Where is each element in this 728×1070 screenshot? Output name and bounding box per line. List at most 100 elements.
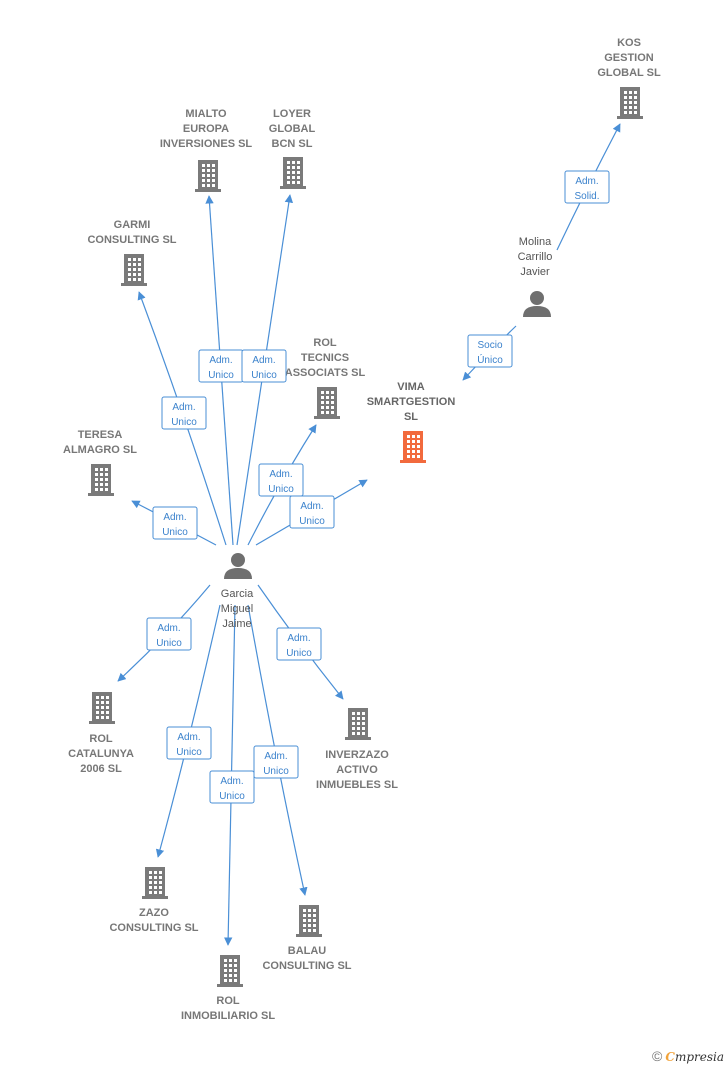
edge-label-text: Solid. [574, 191, 599, 202]
edge-label[interactable]: Adm.Unico [241, 349, 287, 383]
edge-label-box [289, 495, 335, 529]
building-icon [217, 955, 243, 987]
edge-label[interactable]: Adm.Unico [209, 770, 255, 804]
node-label: VIMA SMARTGESTION SL [367, 381, 456, 423]
node-loyer[interactable]: LOYER GLOBAL BCN SL [269, 108, 316, 189]
building-icon [345, 708, 371, 740]
edge-label-box [152, 506, 198, 540]
edge-label-text: Socio [477, 340, 502, 351]
edge-label[interactable]: Adm. Unico [289, 495, 335, 529]
edge-label-text: Unico [263, 766, 289, 777]
node-label-line: SMARTGESTION [367, 396, 456, 408]
edge-label-box [146, 617, 192, 651]
edge-label-text: Adm. [220, 776, 243, 787]
node-label-line: Carrillo [518, 251, 553, 263]
node-label-line: Garcia [221, 588, 254, 600]
edge-label-text: Adm. [157, 623, 180, 634]
node-label-line: ASSOCIATS SL [285, 367, 366, 379]
edge-label-text: Único [477, 353, 503, 366]
building-icon [400, 431, 426, 463]
node-label: ZAZO CONSULTING SL [109, 907, 198, 934]
node-label-line: ROL [89, 733, 113, 745]
node-label: BALAU CONSULTING SL [262, 945, 351, 972]
node-label-line: CATALUNYA [68, 748, 134, 760]
node-label-line: INVERZAZO [325, 749, 389, 761]
node-label-line: CONSULTING SL [262, 960, 351, 972]
node-label-line: INMOBILIARIO SL [181, 1010, 275, 1022]
edge-label[interactable]: Adm.Unico [146, 617, 192, 651]
node-label-line: BALAU [288, 945, 327, 957]
node-label-line: TECNICS [301, 352, 349, 364]
edge-label[interactable]: Adm.Unico [166, 726, 212, 760]
edge-label-text: Unico [176, 747, 202, 758]
edge-label-box [564, 170, 610, 204]
node-label: LOYER GLOBAL BCN SL [269, 108, 316, 150]
edge-label-text: Unico [251, 370, 277, 381]
node-zazo[interactable]: ZAZO CONSULTING SL [109, 867, 199, 934]
node-label-line: ROL [313, 337, 337, 349]
edge-label-box [276, 627, 322, 661]
edge-label[interactable]: Adm. Solid. [564, 170, 610, 204]
edge-label-box [161, 396, 207, 430]
edge-label-text: Unico [299, 516, 325, 527]
edge-label-box [209, 770, 255, 804]
node-label-line: CONSULTING SL [109, 922, 198, 934]
node-vima[interactable]: VIMA SMARTGESTION SL [367, 381, 456, 463]
edge-label[interactable]: Adm.Unico [152, 506, 198, 540]
person-icon [523, 291, 551, 317]
node-rol-tecnics[interactable]: ROL TECNICS ASSOCIATS SL [285, 337, 366, 419]
edge-label-box [253, 745, 299, 779]
edge-label[interactable]: Adm.Unico [161, 396, 207, 430]
node-balau[interactable]: BALAU CONSULTING SL [262, 905, 352, 972]
edge-label-text: Adm. [264, 751, 287, 762]
edge-label-text: Unico [286, 648, 312, 659]
person-icon [224, 553, 252, 579]
node-label-line: TERESA [78, 429, 123, 441]
node-label-line: ACTIVO [336, 764, 378, 776]
node-label-line: LOYER [273, 108, 311, 120]
building-icon [142, 867, 168, 899]
edge-label[interactable]: Adm.Unico [276, 627, 322, 661]
building-icon [314, 387, 340, 419]
edge-label-box [241, 349, 287, 383]
edge-labels-layer: Adm.Solid.SocioÚnicoAdm.UnicoAdm.UnicoAd… [146, 170, 610, 804]
node-label-line: GLOBAL SL [597, 67, 661, 79]
edge-label-text: Adm. [269, 469, 292, 480]
node-label-line: EUROPA [183, 123, 229, 135]
building-icon [89, 692, 115, 724]
edge-label-text: Adm. [209, 355, 232, 366]
node-label-line: ALMAGRO SL [63, 444, 137, 456]
building-icon [88, 464, 114, 496]
edge-label[interactable]: Adm. Unico [253, 745, 299, 779]
edge-label[interactable]: Adm.Unico [198, 349, 244, 383]
node-label-line: KOS [617, 37, 641, 49]
edge-label-box [258, 463, 304, 497]
node-label-line: ZAZO [139, 907, 169, 919]
node-teresa[interactable]: TERESA ALMAGRO SL [63, 429, 137, 496]
edge-label-text: Adm. [300, 501, 323, 512]
node-label-line: SL [404, 411, 418, 423]
edge-label-text: Adm. [575, 176, 598, 187]
node-rol-cat[interactable]: ROL CATALUNYA 2006 SL [68, 692, 134, 775]
node-label-line: 2006 SL [80, 763, 122, 775]
edge-label[interactable]: Adm.Unico [258, 463, 304, 497]
node-label-line: Miguel [221, 603, 253, 615]
node-label-line: GLOBAL [269, 123, 316, 135]
node-label-line: VIMA [397, 381, 425, 393]
node-label-line: BCN SL [272, 138, 313, 150]
node-label: ROL TECNICS ASSOCIATS SL [285, 337, 366, 379]
